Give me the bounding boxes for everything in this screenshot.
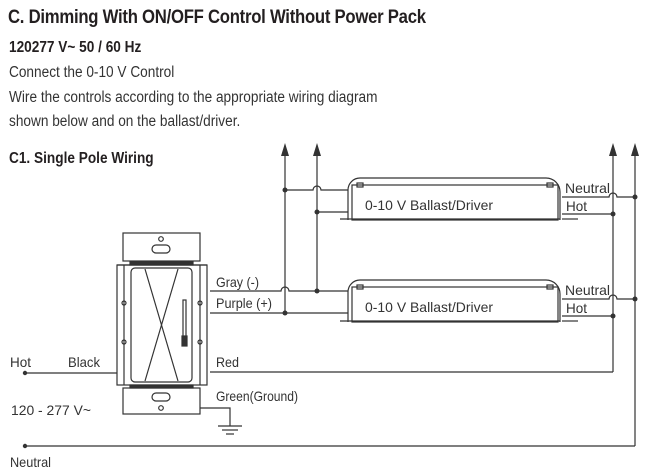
ballast1-hot-label: Hot (566, 198, 587, 214)
ballast2-neutral-label: Neutral (565, 282, 610, 298)
supply-hot-label: Hot (10, 354, 31, 370)
ballast1-label: 0-10 V Ballast/Driver (365, 197, 493, 213)
arrow-up-icon (609, 143, 617, 156)
ballast2-neutral-wire (562, 294, 635, 300)
ballast1-neutral-wire (562, 192, 635, 198)
diagram-title: C1. Single Pole Wiring (9, 150, 154, 167)
supply-neutral-label: Neutral (10, 454, 51, 470)
green-wire-label: Green(Ground) (216, 388, 298, 404)
arrow-up-icon (313, 143, 321, 156)
ballast-driver-1 (340, 177, 561, 221)
ballast2-gray-wire (210, 286, 348, 292)
instruction-line: Connect the 0-10 V Control (9, 64, 175, 81)
ballast1-gray-wire (285, 185, 348, 191)
arrow-up-icon (631, 143, 639, 156)
black-wire-label: Black (68, 354, 101, 370)
dimmer-switch (116, 232, 208, 415)
supply-voltage-label: 120 - 277 V~ (11, 402, 91, 418)
instruction-line: shown below and on the ballast/driver. (9, 113, 241, 130)
red-wire-label: Red (216, 354, 239, 370)
instruction-line: Wire the controls according to the appro… (9, 89, 378, 106)
gray-wire-label: Gray (-) (216, 274, 259, 290)
purple-wire-label: Purple (+) (216, 295, 272, 311)
ballast1-neutral-label: Neutral (565, 180, 610, 196)
ground-wire (200, 407, 231, 426)
voltage-spec: 120277 V~ 50 / 60 Hz (9, 39, 142, 56)
page-title: C. Dimming With ON/OFF Control Without P… (8, 7, 426, 28)
arrow-up-icon (281, 143, 289, 156)
ballast2-hot-label: Hot (566, 300, 587, 316)
ballast2-label: 0-10 V Ballast/Driver (365, 299, 493, 315)
ballast-driver-2 (340, 279, 561, 323)
